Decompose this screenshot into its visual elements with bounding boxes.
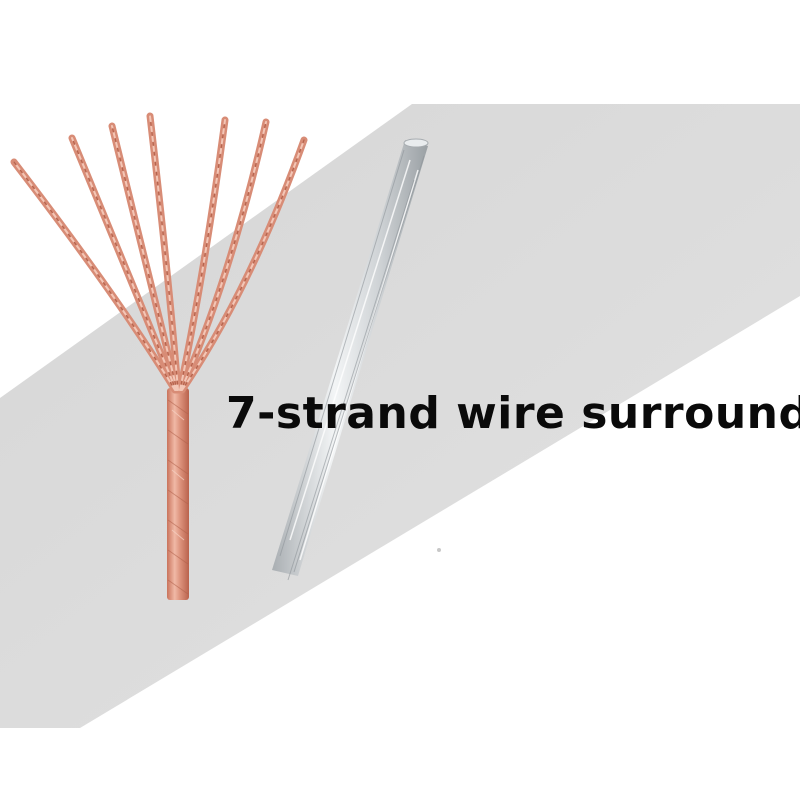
tinned-wire [272,138,429,581]
copper-strands [10,112,308,394]
background-band [0,104,800,728]
copper-wire-bundle [167,388,189,600]
speck [437,548,441,552]
caption-text: 7-strand wire surround [226,388,800,439]
